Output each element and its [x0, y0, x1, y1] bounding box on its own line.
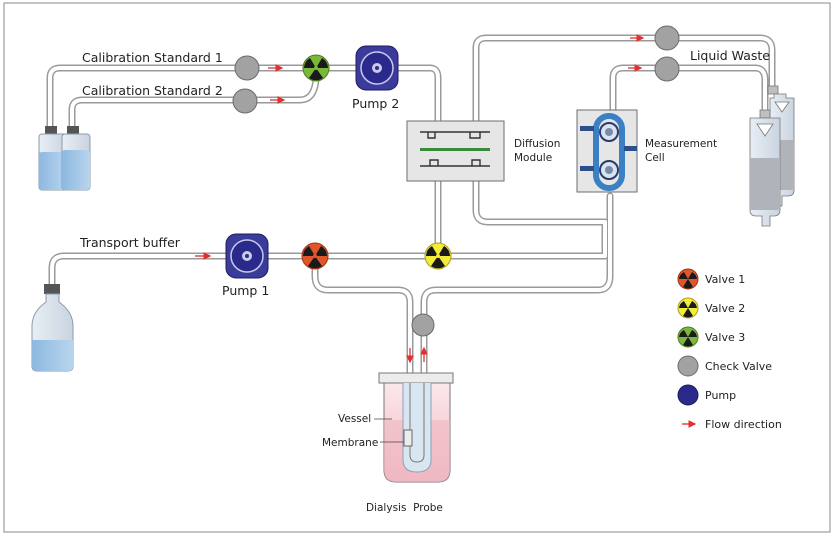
- legend-label: Valve 3: [705, 331, 745, 344]
- label-transport-buffer: Transport buffer: [79, 235, 181, 250]
- legend-item-valve3: Valve 3: [677, 326, 745, 348]
- legend-label: Valve 2: [705, 302, 745, 315]
- label-vessel: Vessel: [338, 413, 371, 425]
- label-cal-std-1: Calibration Standard 1: [82, 50, 223, 65]
- label-diffusion-module-2: Module: [514, 152, 552, 164]
- legend-label: Valve 1: [705, 273, 745, 286]
- bottle-cap: [67, 126, 79, 134]
- bottle-cap: [45, 126, 57, 134]
- label-measurement-cell-2: Cell: [645, 152, 665, 164]
- diffusion-module: [406, 120, 505, 182]
- legend-item-flow: Flow direction: [682, 418, 782, 431]
- tubes-inner: [48, 36, 774, 397]
- legend-item-valve1: Valve 1: [677, 268, 745, 290]
- check-valve-icon: [232, 88, 258, 114]
- legend-label: Check Valve: [705, 360, 772, 373]
- flow-arrows: [195, 34, 645, 364]
- pump-icon: [677, 384, 699, 406]
- legend-item-valve2: Valve 2: [677, 297, 745, 319]
- valve-2: [424, 242, 452, 270]
- check-valve-icon: [677, 355, 699, 377]
- check-valve-icon: [654, 56, 680, 82]
- check-valves: [232, 25, 680, 337]
- frame-border: [3, 2, 831, 533]
- check-valve-icon: [654, 25, 680, 51]
- check-valve-icon: [234, 55, 260, 81]
- transport-buffer-bottle: [31, 284, 74, 372]
- legend-label: Flow direction: [705, 418, 782, 431]
- label-pump-2: Pump 2: [352, 96, 399, 111]
- bottle-cap: [44, 284, 60, 294]
- dialysis-vessel: [378, 372, 454, 483]
- valve-1: [301, 242, 329, 270]
- legend-label: Pump: [705, 389, 736, 402]
- legend-item-check: Check Valve: [677, 355, 772, 377]
- label-measurement-cell-1: Measurement: [645, 138, 717, 150]
- label-pump-1: Pump 1: [222, 283, 269, 298]
- label-dialysis-probe: Dialysis Probe: [366, 502, 443, 514]
- legend-item-pump: Pump: [677, 384, 736, 406]
- pump-1: [225, 233, 269, 279]
- label-diffusion-module-1: Diffusion: [514, 138, 560, 150]
- valve-3: [302, 54, 330, 82]
- measurement-cell: [576, 109, 638, 193]
- bottle-liquid: [32, 340, 73, 371]
- leader-lines: [374, 418, 404, 443]
- bottle-liquid: [39, 152, 67, 190]
- label-membrane: Membrane: [322, 437, 378, 449]
- membrane: [403, 429, 413, 447]
- legend: Valve 1 Valve 2 Valve 3 Check Valve Pump…: [677, 268, 782, 431]
- label-cal-std-2: Calibration Standard 2: [82, 83, 223, 98]
- label-liquid-waste: Liquid Waste: [690, 48, 770, 63]
- bottle-liquid: [62, 150, 90, 190]
- check-valve-icon: [411, 313, 435, 337]
- pump-2: [355, 45, 399, 91]
- liquid-waste-container: [749, 85, 795, 227]
- calibration-bottles: [38, 126, 91, 191]
